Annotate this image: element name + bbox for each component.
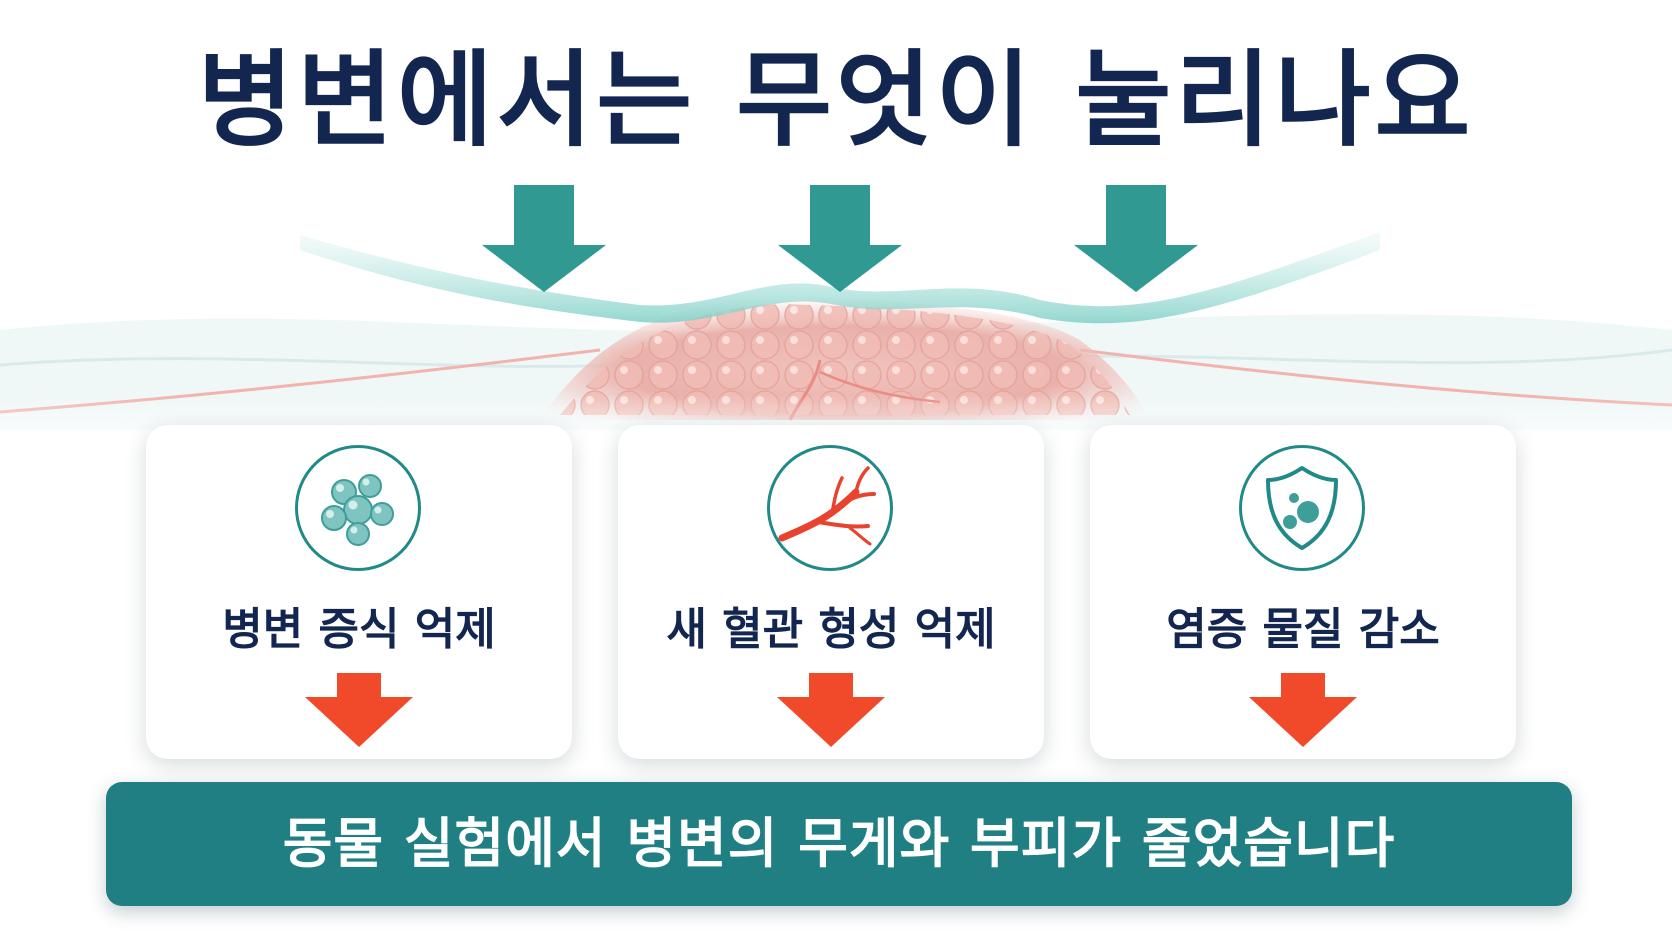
icon-ring (295, 445, 421, 571)
icon-ring (767, 445, 893, 571)
card-label: 염증 물질 감소 (1166, 604, 1440, 655)
shield-icon (1266, 466, 1338, 550)
press-arrow-icon (482, 185, 606, 292)
card-label: 병변 증식 억제 (222, 604, 496, 655)
lesion-cells (560, 304, 1130, 415)
cell-cluster-icon (321, 474, 394, 546)
result-banner: 동물 실험에서 병변의 무게와 부피가 줄었습니다 (106, 782, 1572, 906)
icon-ring (1239, 445, 1365, 571)
page-title: 병변에서는 무엇이 눌리나요 (197, 39, 1475, 161)
decrease-arrow-icon (777, 673, 885, 747)
blood-vessel-icon (778, 466, 876, 546)
banner-text: 동물 실험에서 병변의 무게와 부피가 줄었습니다 (282, 812, 1396, 875)
press-arrow-icon (1074, 185, 1198, 292)
card-inflammation: 염증 물질 감소 (1090, 425, 1516, 759)
press-arrow-icon (778, 185, 902, 292)
card-label: 새 혈관 형성 억제 (666, 604, 996, 655)
card-lesion-growth: 병변 증식 억제 (146, 425, 572, 759)
decrease-arrow-icon (305, 673, 413, 747)
decrease-arrow-icon (1249, 673, 1357, 747)
pressing-membrane (300, 232, 1380, 324)
card-new-vessel: 새 혈관 형성 억제 (618, 425, 1044, 759)
